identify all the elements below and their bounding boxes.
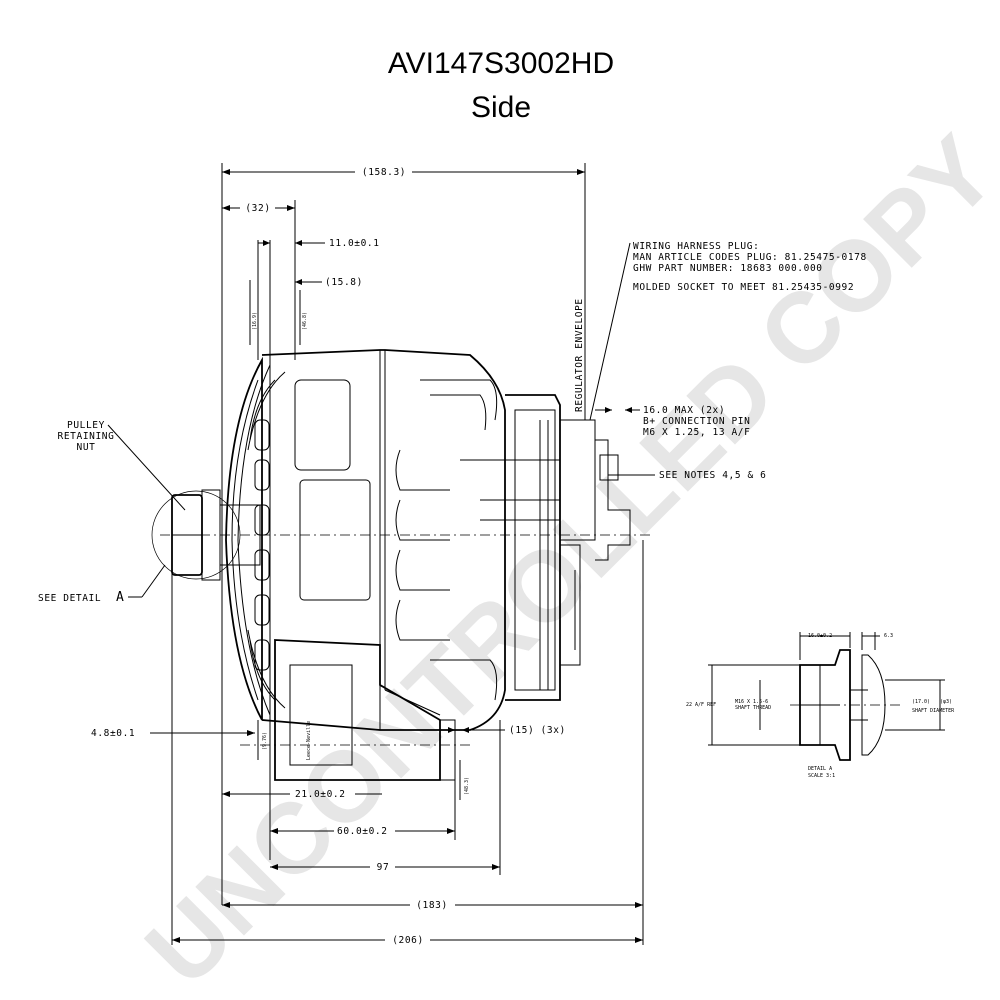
svg-text:6.3: 6.3	[884, 633, 893, 639]
dimension-15-8: (15.8)	[295, 277, 363, 288]
svg-text:RETAINING: RETAINING	[58, 431, 115, 442]
svg-text:(15) (3x): (15) (3x)	[509, 725, 566, 736]
svg-text:(48.3): (48.3)	[464, 777, 470, 795]
svg-text:GHW PART NUMBER: 18683 000.00: GHW PART NUMBER: 18683 000.000	[633, 263, 823, 274]
svg-text:(183): (183)	[416, 900, 448, 911]
svg-text:(φ3): (φ3)	[940, 699, 952, 705]
svg-text:4.8±0.1: 4.8±0.1	[91, 728, 135, 739]
svg-text:REGULATOR ENVELOPE: REGULATOR ENVELOPE	[574, 298, 585, 412]
svg-text:M16 X 1.5-6: M16 X 1.5-6	[735, 699, 768, 705]
svg-text:SHAFT DIAMETER: SHAFT DIAMETER	[912, 708, 955, 714]
nameplate-brand: Leece-Neville	[306, 721, 312, 760]
svg-text:UNCONTROLLED COPY: UNCONTROLLED COPY	[125, 115, 1000, 1000]
svg-text:(16.9): (16.9)	[252, 312, 258, 330]
dimension-158: (158.3)	[222, 167, 585, 178]
pulley-nut-callout: PULLEY RETAINING NUT	[58, 420, 186, 511]
svg-text:NUT: NUT	[77, 442, 96, 453]
detail-a-view: 16.0±0.2 6.3 22 A/F REF M16 X 1.5-6 SHAF…	[686, 632, 955, 779]
svg-text:SHAFT THREAD: SHAFT THREAD	[735, 705, 771, 711]
svg-text:MAN ARTICLE CODES PLUG: 81.25: MAN ARTICLE CODES PLUG: 81.25475-0178	[633, 252, 867, 263]
svg-text:11.0±0.1: 11.0±0.1	[329, 238, 380, 249]
wiring-harness-note: WIRING HARNESS PLUG: MAN ARTICLE CODES P…	[589, 241, 867, 421]
svg-text:(17.0): (17.0)	[912, 699, 930, 705]
svg-text:A: A	[116, 590, 124, 605]
dimension-4-8: 4.8±0.1	[91, 728, 255, 739]
svg-text:(32): (32)	[245, 203, 270, 214]
svg-text:SEE NOTES 4,5 & 6: SEE NOTES 4,5 & 6	[659, 470, 766, 481]
svg-text:M6 X 1.25, 13 A/F: M6 X 1.25, 13 A/F	[643, 427, 750, 438]
dimension-183: (183)	[222, 900, 643, 911]
svg-text:(15.8): (15.8)	[325, 277, 363, 288]
svg-text:MOLDED SOCKET TO MEET 81.25435: MOLDED SOCKET TO MEET 81.25435-0992	[633, 282, 854, 293]
svg-text:SCALE 3:1: SCALE 3:1	[808, 773, 835, 779]
svg-text:PULLEY: PULLEY	[67, 420, 105, 431]
dimension-97: 97	[270, 720, 501, 875]
svg-text:16.0 MAX (2x): 16.0 MAX (2x)	[643, 405, 725, 416]
dimension-21: 21.0±0.2	[222, 789, 382, 800]
dimension-206: (206)	[172, 935, 643, 946]
svg-text:DETAIL A: DETAIL A	[808, 766, 832, 772]
svg-text:22 A/F REF: 22 A/F REF	[686, 702, 716, 708]
svg-text:WIRING HARNESS PLUG:: WIRING HARNESS PLUG:	[633, 241, 759, 252]
svg-text:B+ CONNECTION PIN: B+ CONNECTION PIN	[643, 416, 750, 427]
watermark: UNCONTROLLED COPY	[125, 115, 1000, 1000]
part-number-title: AVI147S3002HD	[388, 47, 614, 80]
dimension-11: 11.0±0.1	[258, 238, 380, 249]
dimension-16-max: 16.0 MAX (2x) B+ CONNECTION PIN M6 X 1.2…	[595, 405, 750, 438]
see-detail-callout: SEE DETAIL A	[38, 564, 166, 605]
svg-text:(9.76): (9.76)	[262, 732, 268, 750]
vertical-small-dims: (16.9) (46.8) (9.76) (48.3)	[249, 280, 470, 800]
view-title: Side	[471, 91, 531, 124]
regulator-envelope-label: REGULATOR ENVELOPE	[574, 298, 585, 412]
svg-text:60.0±0.2: 60.0±0.2	[337, 826, 388, 837]
svg-text:SEE DETAIL: SEE DETAIL	[38, 593, 101, 604]
alternator-side-view: Leece-Neville	[151, 163, 650, 945]
svg-text:(206): (206)	[392, 935, 424, 946]
svg-text:21.0±0.2: 21.0±0.2	[295, 789, 346, 800]
dimension-32: (32)	[222, 203, 295, 214]
see-notes-callout: SEE NOTES 4,5 & 6	[608, 470, 766, 481]
svg-text:(46.8): (46.8)	[302, 312, 308, 330]
svg-text:(158.3): (158.3)	[362, 167, 406, 178]
svg-text:16.0±0.2: 16.0±0.2	[808, 633, 832, 639]
svg-text:97: 97	[377, 862, 390, 873]
dimension-15-3x: (15) (3x)	[440, 725, 566, 736]
dimension-60: 60.0±0.2	[270, 780, 456, 840]
